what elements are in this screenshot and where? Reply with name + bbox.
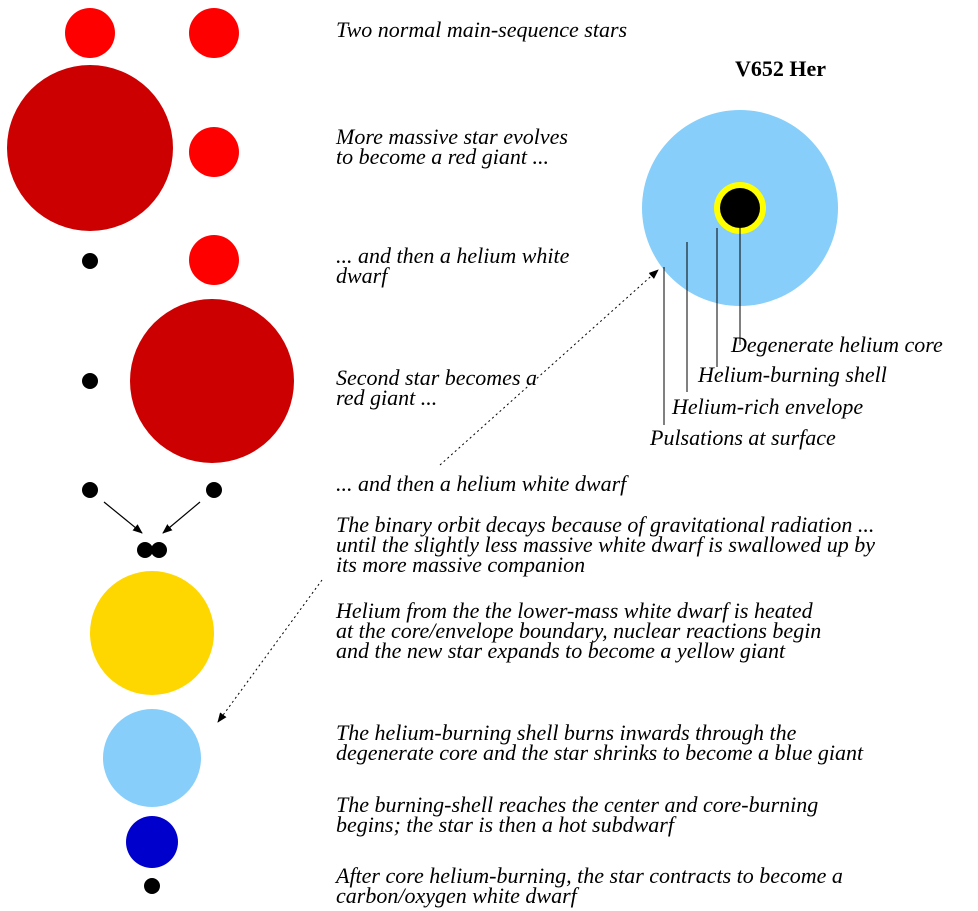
blue-giant — [103, 709, 201, 807]
caption-blue-giant: The helium-burning shell burns inwards t… — [336, 723, 863, 763]
hot-subdwarf — [126, 816, 178, 868]
caption-yellow-giant: Helium from the the lower-mass white dwa… — [336, 601, 821, 661]
yellow-giant — [90, 571, 214, 695]
carbon-oxygen-white-dwarf — [144, 878, 160, 894]
merge-arrow-left — [104, 502, 142, 533]
dotted-arrow-to-blue-giant — [218, 580, 322, 722]
white-dwarf-right — [206, 482, 222, 498]
label-helium-burning-shell: Helium-burning shell — [698, 365, 887, 385]
red-giant-first — [7, 65, 173, 231]
red-giant-second — [130, 299, 294, 463]
label-degenerate-core: Degenerate helium core — [731, 335, 943, 355]
main-sequence-star-second — [189, 235, 239, 285]
caption-hot-subdwarf: The burning-shell reaches the center and… — [336, 795, 818, 835]
caption-main-sequence: Two normal main-sequence stars — [336, 20, 627, 40]
caption-orbit-decay: The binary orbit decays because of gravi… — [336, 515, 875, 575]
inset-degenerate-core — [720, 188, 760, 228]
white-dwarf-first-row4 — [82, 373, 98, 389]
caption-red-giant-first: More massive star evolves to become a re… — [336, 127, 568, 167]
label-helium-rich-envelope: Helium-rich envelope — [672, 397, 863, 417]
caption-final-white-dwarf: After core helium-burning, the star cont… — [336, 866, 843, 906]
white-dwarf-first — [82, 253, 98, 269]
merging-white-dwarf-right — [151, 542, 167, 558]
main-sequence-star-companion — [189, 127, 239, 177]
merge-arrow-right — [163, 502, 200, 533]
caption-white-dwarf-first: ... and then a helium white dwarf — [336, 246, 569, 286]
caption-red-giant-second: Second star becomes a red giant ... — [336, 368, 537, 408]
white-dwarf-left — [82, 482, 98, 498]
main-sequence-star-left — [65, 8, 115, 58]
label-pulsations-surface: Pulsations at surface — [650, 428, 836, 448]
main-sequence-star-right — [189, 8, 239, 58]
inset-title: V652 Her — [735, 56, 826, 82]
caption-white-dwarf-second: ... and then a helium white dwarf — [336, 474, 626, 494]
merging-white-dwarf-left — [137, 542, 153, 558]
